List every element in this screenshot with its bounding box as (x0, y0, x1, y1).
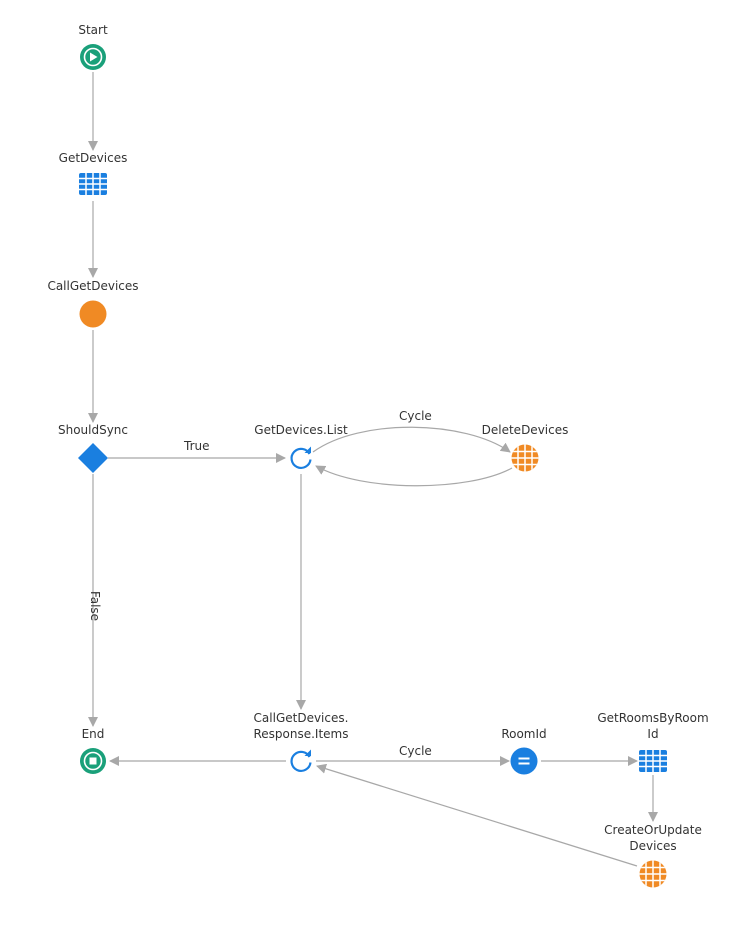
node-label-response-items: CallGetDevices. Response.Items (236, 710, 366, 742)
edge-label-cycle-top: Cycle (399, 409, 432, 423)
stop-icon (80, 748, 106, 774)
node-label-response-items-line2: Response.Items (253, 727, 349, 741)
foreach-loop-icon (288, 445, 314, 471)
createorupdate-node[interactable] (639, 860, 667, 888)
node-label-shouldsync: ShouldSync (57, 423, 129, 437)
foreach-loop-icon (288, 748, 314, 774)
aggregate-icon (79, 173, 107, 195)
node-label-deletedevices: DeleteDevices (481, 423, 569, 437)
node-label-response-items-line1: CallGetDevices. (253, 711, 349, 725)
response-items-node[interactable] (287, 747, 315, 775)
node-label-getdevices: GetDevices (58, 151, 128, 165)
callgetdevices-node[interactable] (79, 300, 107, 328)
node-label-getdevices-list: GetDevices.List (254, 423, 348, 437)
edge-label-true: True (184, 439, 210, 453)
node-label-getrooms-line1: GetRoomsByRoom (597, 711, 709, 725)
aggregate-icon (639, 750, 667, 772)
node-label-getrooms-line2: Id (647, 727, 659, 741)
node-label-callgetdevices: CallGetDevices (47, 279, 139, 293)
end-node[interactable] (79, 747, 107, 775)
connector-createorupdate-back[interactable] (316, 763, 638, 867)
server-action-icon (79, 300, 107, 328)
play-icon (80, 44, 106, 70)
assign-icon (510, 747, 538, 775)
start-node[interactable] (79, 43, 107, 71)
connector-cycle-delete[interactable] (312, 426, 511, 453)
getdevices-list-node[interactable] (287, 444, 315, 472)
connector-delete-back[interactable] (315, 465, 513, 487)
shouldsync-node[interactable] (77, 442, 109, 474)
getrooms-node[interactable] (639, 750, 667, 772)
node-label-createorupdate: CreateOrUpdate Devices (588, 822, 718, 854)
getdevices-node[interactable] (79, 173, 107, 195)
node-label-createorupdate-line1: CreateOrUpdate (604, 823, 702, 837)
deletedevices-node[interactable] (511, 444, 539, 472)
node-label-createorupdate-line2: Devices (629, 839, 677, 853)
node-label-start: Start (78, 23, 108, 37)
entity-action-icon (511, 444, 539, 472)
roomid-node[interactable] (510, 747, 538, 775)
edge-label-false: False (88, 590, 103, 622)
if-diamond-icon (78, 443, 108, 473)
node-label-roomid: RoomId (501, 727, 547, 741)
edge-label-cycle-bottom: Cycle (399, 744, 432, 758)
node-label-getrooms: GetRoomsByRoom Id (588, 710, 718, 742)
entity-action-icon (639, 860, 667, 888)
node-label-end: End (81, 727, 105, 741)
